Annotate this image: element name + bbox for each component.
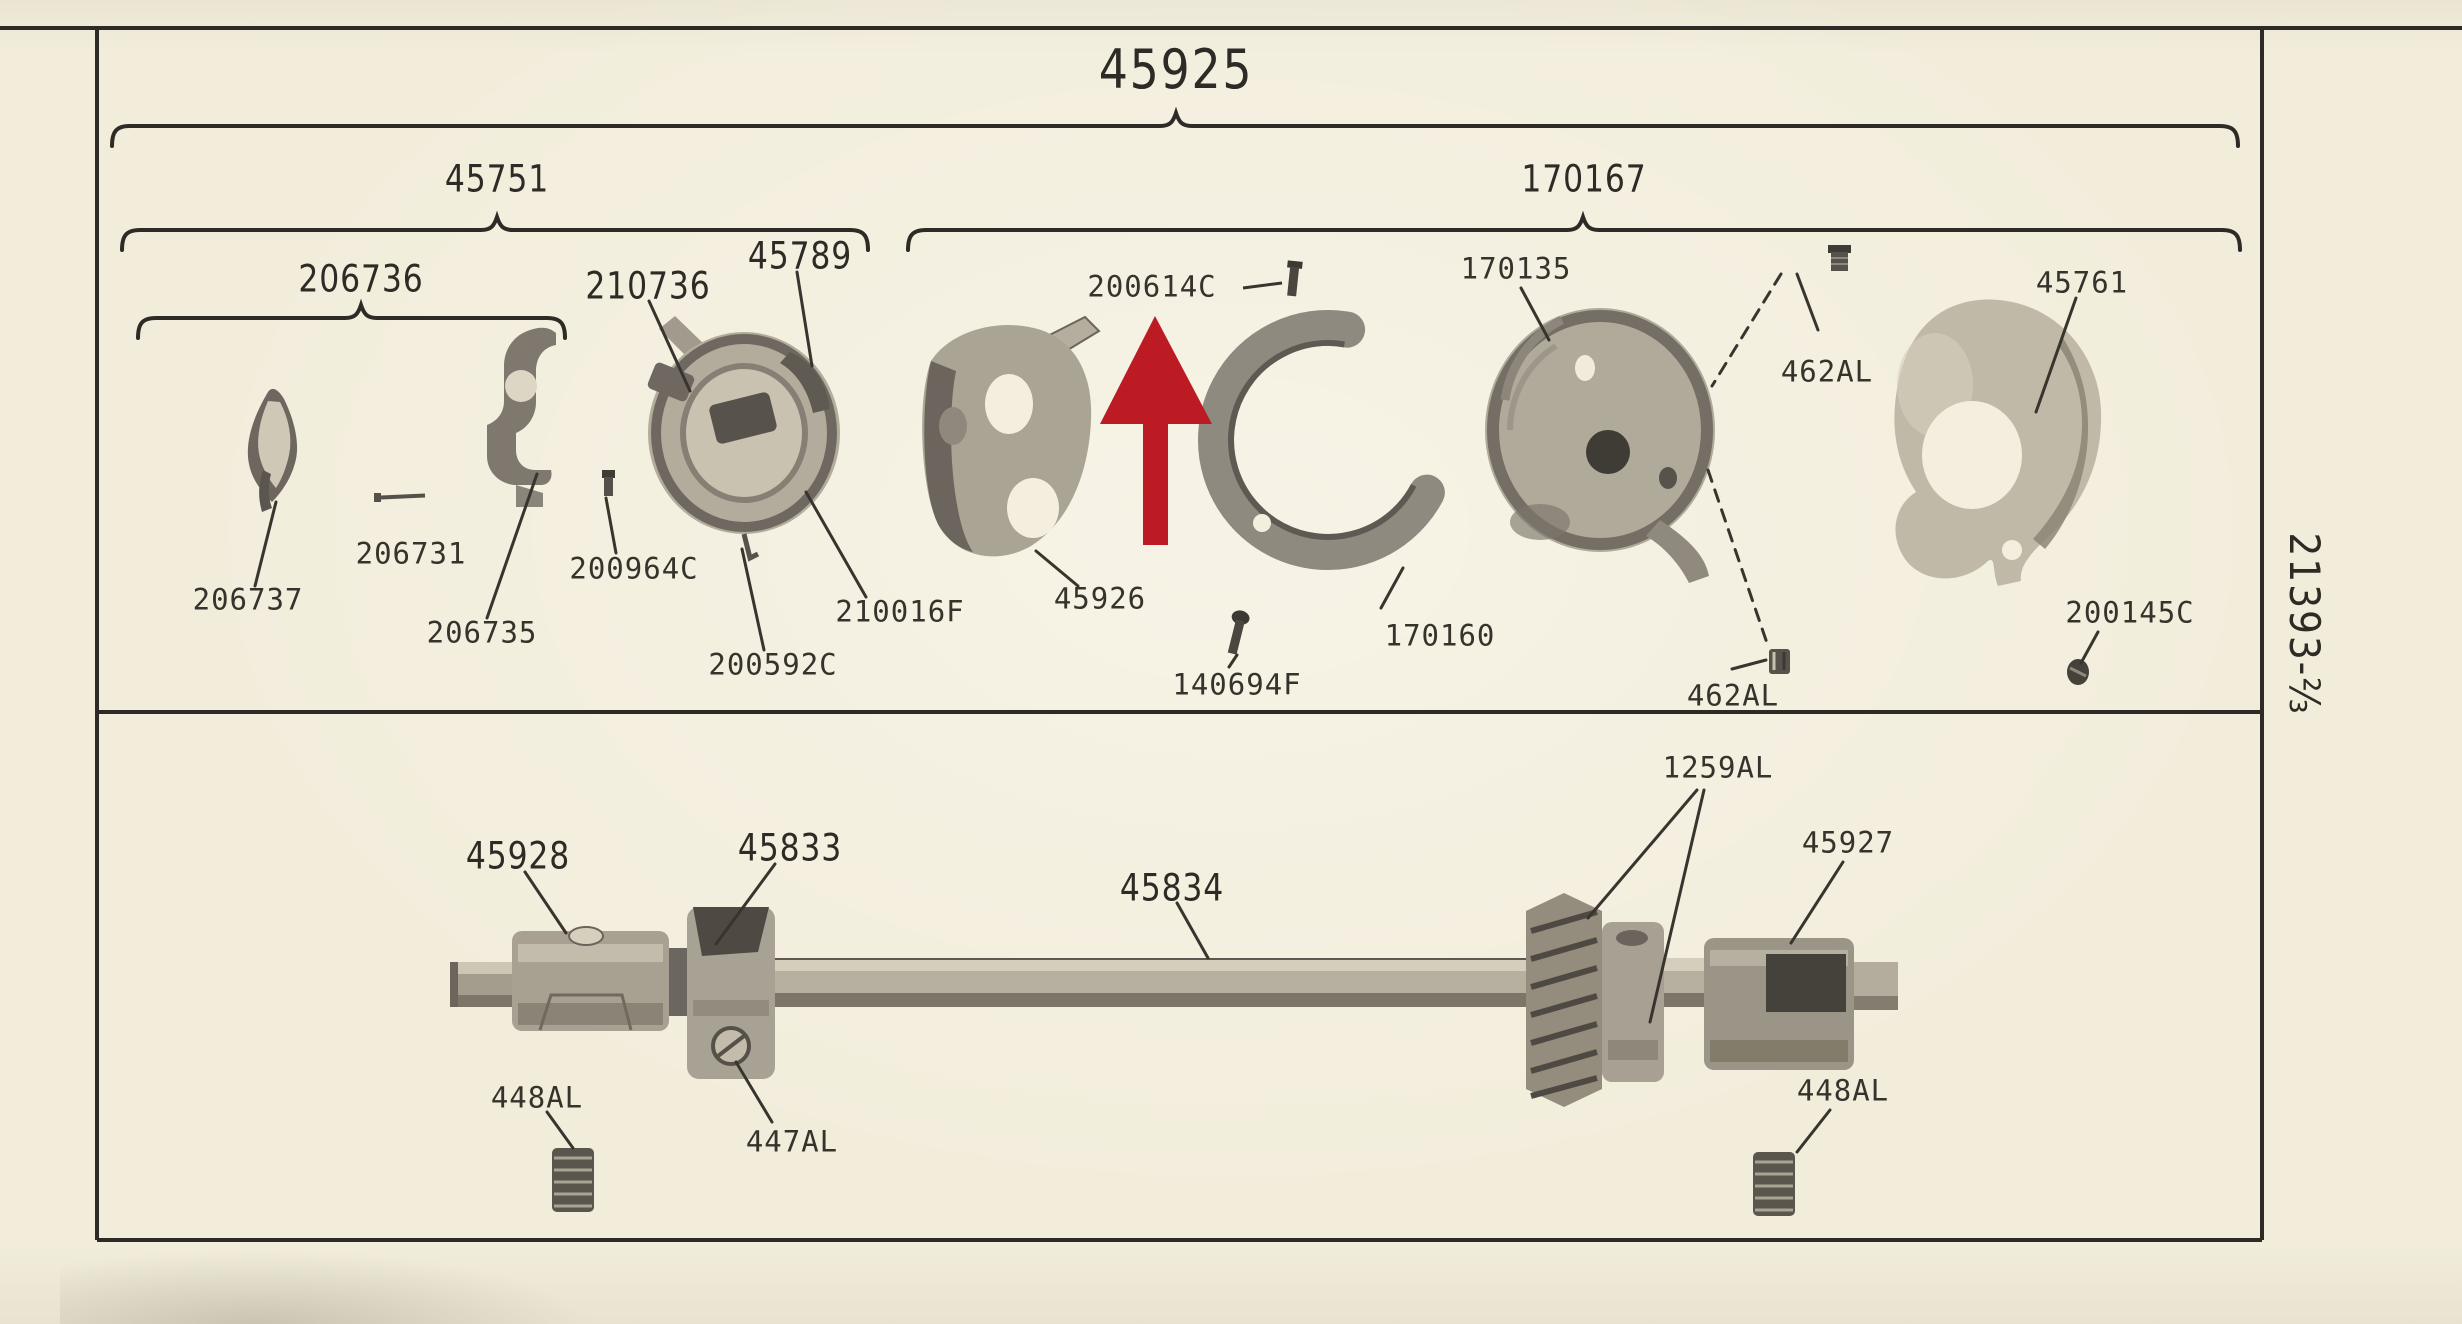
part-label-206735: 206735	[426, 615, 538, 650]
bracket-label-main: 45925	[1098, 38, 1254, 101]
part-label-170135: 170135	[1460, 251, 1572, 286]
part-45926-case-drawing	[922, 315, 1101, 557]
bracket-45751	[120, 210, 870, 252]
part-170160-ring-drawing	[1198, 310, 1458, 570]
part-label-200614C: 200614C	[1087, 269, 1217, 304]
part-206731-pin-drawing	[374, 493, 426, 502]
part-label-45761: 45761	[2035, 265, 2129, 300]
part-label-210736: 210736	[585, 264, 711, 308]
part-label-45928: 45928	[465, 834, 571, 878]
part-label-45789: 45789	[747, 234, 853, 278]
part-206735-bracket-drawing	[487, 327, 556, 507]
part-label-462AL-top: 462AL	[1780, 354, 1874, 389]
part-label-45834: 45834	[1119, 866, 1225, 910]
bracket-206736	[136, 298, 567, 340]
sheet-number: 21393-⅔	[2280, 532, 2329, 716]
part-drawings	[247, 245, 2102, 1216]
part-448AL-right-screw-drawing	[1753, 1152, 1795, 1216]
part-label-206737: 206737	[192, 582, 304, 617]
part-label-462AL-bottom: 462AL	[1686, 678, 1780, 713]
part-label-45927: 45927	[1801, 825, 1895, 860]
part-label-448AL-left: 448AL	[490, 1080, 584, 1115]
part-label-448AL-right: 448AL	[1796, 1073, 1890, 1108]
part-210736-bobbin-case-drawing	[647, 316, 840, 562]
part-200964C-screw-drawing	[602, 470, 615, 496]
part-45761-plate-drawing	[1894, 299, 2102, 586]
part-label-45926: 45926	[1053, 581, 1147, 616]
page-borders	[0, 26, 2462, 1242]
bracket-45925	[110, 106, 2240, 148]
bracket-label-left-group: 45751	[444, 157, 550, 201]
part-label-200964C: 200964C	[569, 551, 699, 586]
part-label-447AL: 447AL	[745, 1124, 839, 1159]
part-200145C-screw-drawing	[2067, 659, 2089, 685]
bracket-label-sub-group: 206736	[298, 257, 424, 301]
bracket-170167	[906, 210, 2242, 252]
part-462AL-upper-screw-drawing	[1828, 245, 1851, 271]
part-label-1259AL: 1259AL	[1662, 750, 1774, 785]
part-462AL-lower-screw-drawing	[1769, 649, 1790, 674]
part-label-200145C: 200145C	[2065, 595, 2195, 630]
shaft-assembly-drawing	[450, 893, 1898, 1216]
part-label-170160: 170160	[1384, 618, 1496, 653]
part-label-206731: 206731	[355, 536, 467, 571]
leader-lines	[253, 270, 2100, 1154]
bracket-label-right-group: 170167	[1521, 157, 1647, 201]
part-label-200592C: 200592C	[708, 647, 838, 682]
part-170135-hook-body-drawing	[1485, 308, 1715, 583]
red-highlight-arrow	[1100, 316, 1212, 545]
part-140694F-pin-drawing	[1227, 610, 1250, 655]
part-206737-finger-drawing	[247, 388, 298, 512]
part-448AL-left-screw-drawing	[552, 1148, 594, 1212]
part-label-140694F: 140694F	[1172, 667, 1302, 702]
part-200614C-pin-drawing	[1242, 260, 1303, 297]
part-label-210016F: 210016F	[835, 594, 965, 629]
part-label-45833: 45833	[737, 826, 843, 870]
assembly-brackets	[110, 106, 2242, 340]
